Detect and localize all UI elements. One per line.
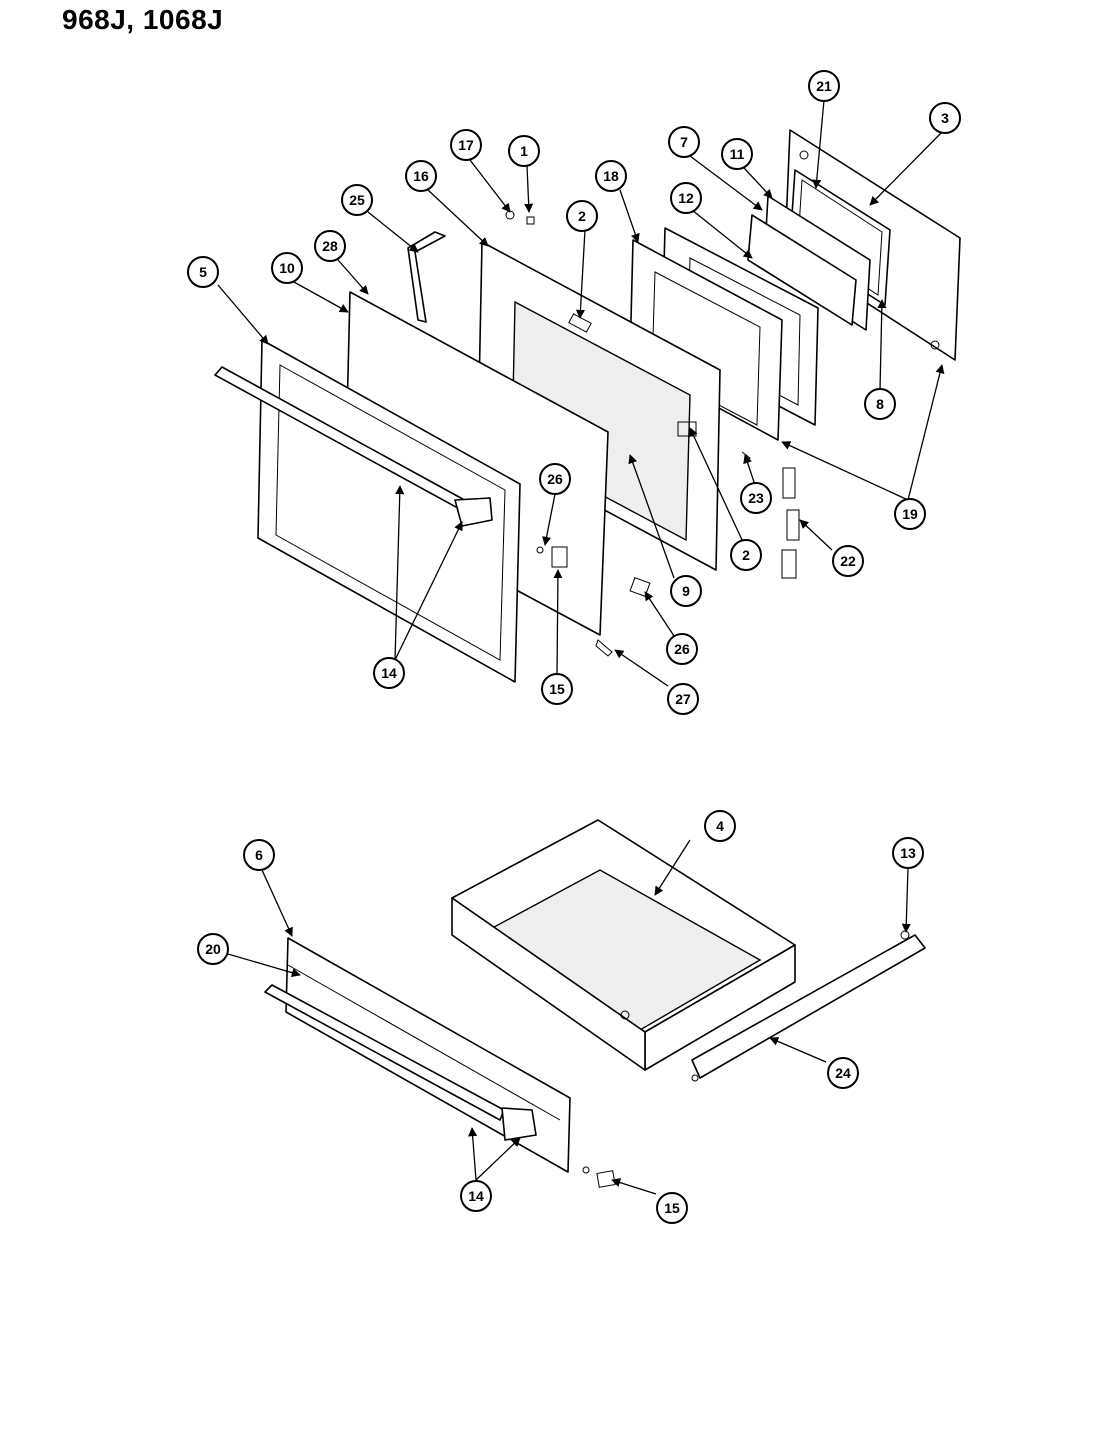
svg-text:26: 26 — [547, 471, 563, 487]
svg-text:14: 14 — [468, 1188, 484, 1204]
part-drawer-box — [451, 819, 796, 1071]
callout-28: 28 — [314, 230, 346, 262]
svg-text:9: 9 — [682, 583, 690, 599]
callout-5: 5 — [187, 256, 219, 288]
svg-text:17: 17 — [458, 137, 474, 153]
svg-text:23: 23 — [748, 490, 764, 506]
svg-text:26: 26 — [674, 641, 690, 657]
svg-text:13: 13 — [900, 845, 916, 861]
svg-text:3: 3 — [941, 110, 949, 126]
svg-text:15: 15 — [549, 681, 565, 697]
svg-text:5: 5 — [199, 264, 207, 280]
svg-text:16: 16 — [413, 168, 429, 184]
callout-15-top: 15 — [541, 673, 573, 705]
part-door-gasket — [407, 231, 446, 323]
svg-text:8: 8 — [876, 396, 884, 412]
svg-text:22: 22 — [840, 553, 856, 569]
part-hinge — [781, 467, 800, 579]
callout-21: 21 — [808, 70, 840, 102]
callout-27: 27 — [667, 683, 699, 715]
callout-25: 25 — [341, 184, 373, 216]
callout-26-right: 26 — [666, 633, 698, 665]
leader-lines — [217, 99, 945, 1195]
svg-text:2: 2 — [578, 208, 586, 224]
callout-2-bottom: 2 — [730, 539, 762, 571]
page-title: 968J, 1068J — [62, 4, 224, 35]
callout-24: 24 — [827, 1057, 859, 1089]
svg-text:1: 1 — [520, 143, 528, 159]
callout-1: 1 — [508, 135, 540, 167]
svg-text:18: 18 — [603, 168, 619, 184]
callout-4: 4 — [704, 810, 736, 842]
svg-text:14: 14 — [381, 665, 397, 681]
svg-text:6: 6 — [255, 847, 263, 863]
callout-15-bottom: 15 — [656, 1192, 688, 1224]
svg-text:21: 21 — [816, 78, 832, 94]
svg-text:19: 19 — [902, 506, 918, 522]
callout-3: 3 — [929, 102, 961, 134]
callout-14-top: 14 — [373, 657, 405, 689]
callout-18: 18 — [595, 160, 627, 192]
part-drawer-handle — [264, 984, 537, 1141]
part-door-handle — [214, 366, 493, 527]
callout-19: 19 — [894, 498, 926, 530]
callout-14-bottom: 14 — [460, 1180, 492, 1212]
callout-10: 10 — [271, 252, 303, 284]
svg-text:15: 15 — [664, 1200, 680, 1216]
callout-23: 23 — [740, 482, 772, 514]
part-drawer-badge — [582, 1166, 616, 1188]
svg-text:27: 27 — [675, 691, 691, 707]
callout-17: 17 — [450, 129, 482, 161]
callout-11: 11 — [721, 138, 753, 170]
svg-text:11: 11 — [730, 146, 745, 162]
svg-text:4: 4 — [716, 818, 724, 834]
callout-12: 12 — [670, 182, 702, 214]
svg-text:7: 7 — [680, 134, 688, 150]
svg-text:12: 12 — [678, 190, 694, 206]
svg-text:28: 28 — [322, 238, 338, 254]
callout-8: 8 — [864, 388, 896, 420]
callout-7: 7 — [668, 126, 700, 158]
part-glass-panel — [747, 214, 857, 326]
callout-16: 16 — [405, 160, 437, 192]
svg-text:10: 10 — [279, 260, 295, 276]
svg-text:25: 25 — [349, 192, 365, 208]
svg-text:24: 24 — [835, 1065, 851, 1081]
callout-2-top: 2 — [566, 200, 598, 232]
callout-13: 13 — [892, 837, 924, 869]
callout-20: 20 — [197, 933, 229, 965]
svg-text:20: 20 — [205, 941, 221, 957]
callout-22: 22 — [832, 545, 864, 577]
callout-9: 9 — [670, 575, 702, 607]
callout-6: 6 — [243, 839, 275, 871]
svg-text:2: 2 — [742, 547, 750, 563]
callout-26-left: 26 — [539, 463, 571, 495]
